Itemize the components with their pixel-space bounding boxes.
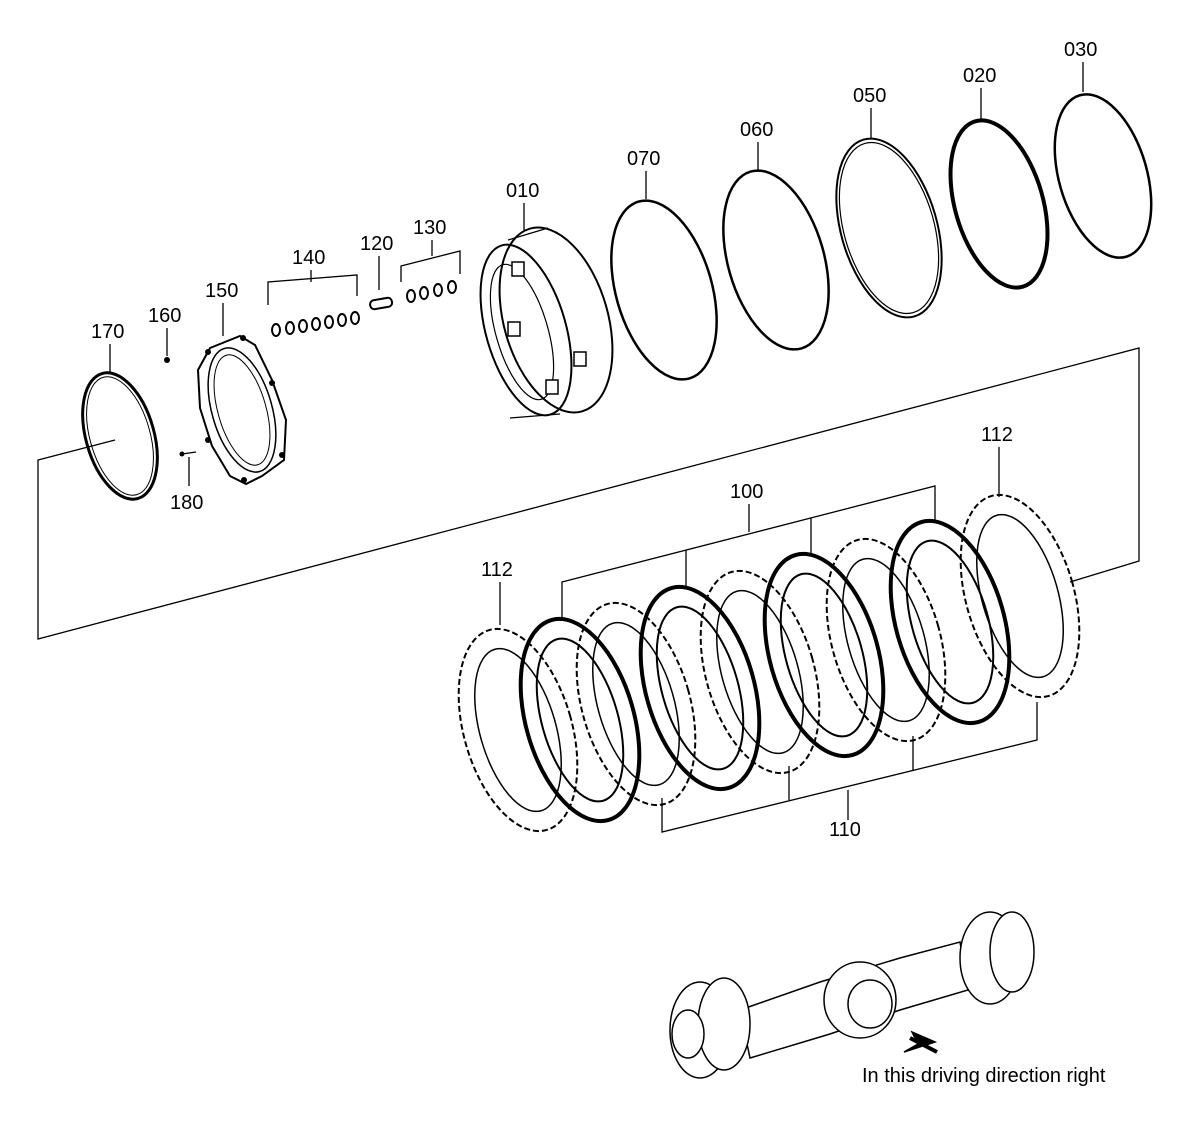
- direction-caption: In this driving direction right: [862, 1065, 1106, 1087]
- label-180: 180: [170, 492, 203, 514]
- leader-lines: [37, 62, 1140, 833]
- ring-070: [610, 199, 718, 381]
- friction-disc-4: [888, 518, 1012, 726]
- springs-140: [271, 311, 360, 337]
- steel-disc-2: [699, 569, 821, 775]
- end-plate-112-left: [457, 627, 579, 833]
- label-030: 030: [1064, 39, 1097, 61]
- end-plate-112-right: [959, 493, 1081, 699]
- friction-disc-2: [638, 584, 762, 792]
- label-070: 070: [627, 148, 660, 170]
- label-150: 150: [205, 280, 238, 302]
- snap-ring-170: [81, 371, 159, 501]
- ring-030: [1053, 93, 1153, 259]
- label-130: 130: [413, 217, 446, 239]
- ring-020: [948, 118, 1050, 290]
- friction-disc-1: [518, 616, 642, 824]
- pin-120: [369, 296, 394, 311]
- screw-180: [179, 451, 197, 457]
- label-050: 050: [853, 85, 886, 107]
- steel-disc-1: [575, 601, 697, 807]
- ring-050: [835, 137, 943, 319]
- label-010: 010: [506, 180, 539, 202]
- friction-disc-3: [762, 551, 886, 759]
- cover-150: [196, 334, 288, 486]
- label-170: 170: [91, 321, 124, 343]
- label-020: 020: [963, 65, 996, 87]
- label-110: 110: [829, 819, 861, 841]
- label-100: 100: [730, 481, 763, 503]
- label-140: 140: [292, 247, 325, 269]
- springs-130: [406, 280, 457, 303]
- ball-160: [164, 357, 170, 363]
- steel-disc-3: [825, 537, 947, 743]
- label-120: 120: [360, 233, 393, 255]
- label-160: 160: [148, 305, 181, 327]
- axle-thumbnail: [669, 911, 1035, 1079]
- label-112-left: 112: [481, 559, 513, 581]
- piston-010: [479, 226, 614, 419]
- disc-pack: [457, 493, 1081, 833]
- ring-060: [722, 169, 830, 351]
- label-112-right: 112: [981, 424, 1013, 446]
- label-060: 060: [740, 119, 773, 141]
